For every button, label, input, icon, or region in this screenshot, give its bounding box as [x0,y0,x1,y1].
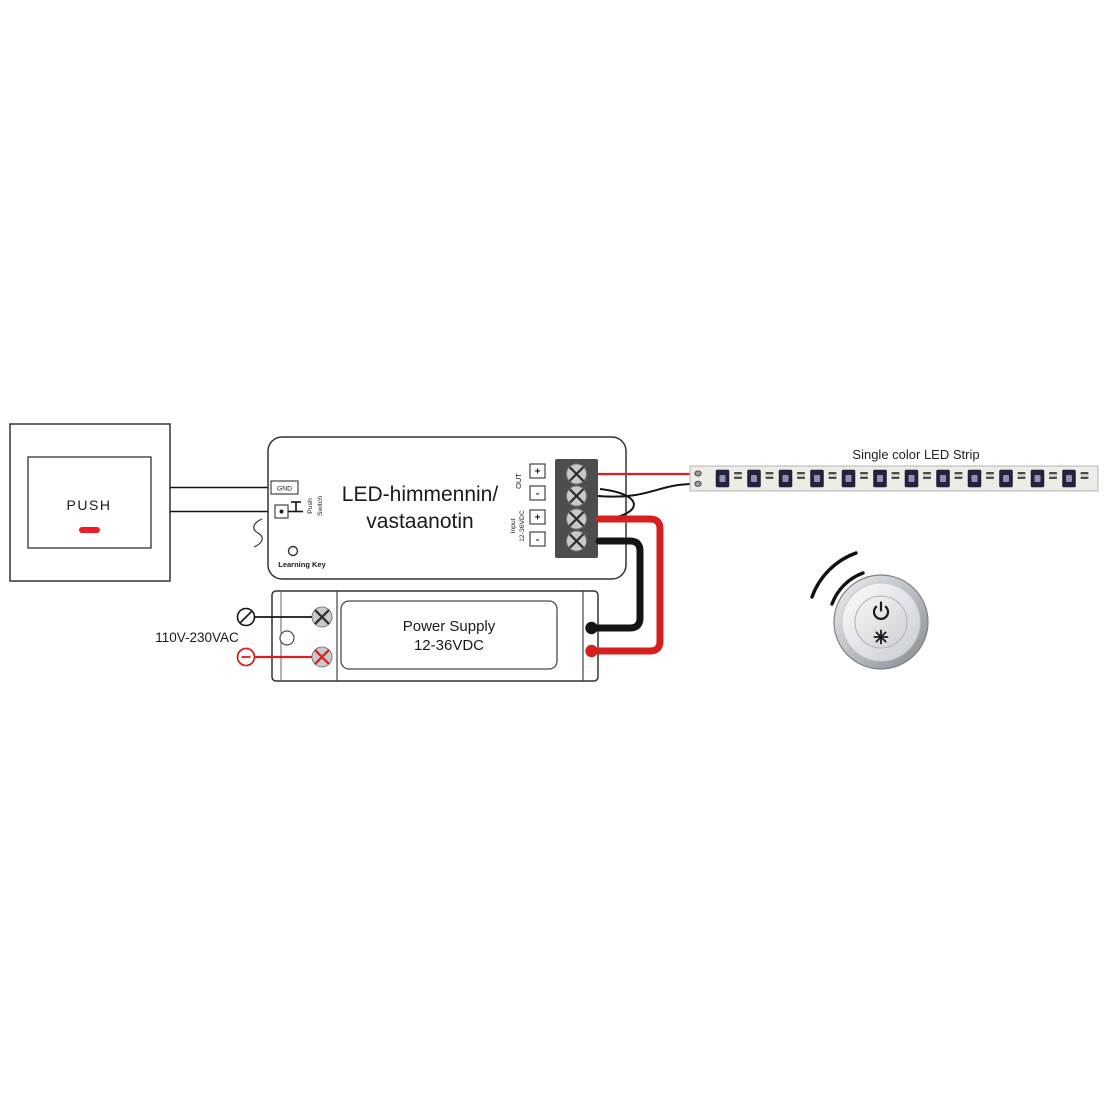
wall-push-switch: PUSH [9,423,171,582]
input-minus-sign: - [536,535,539,546]
ac-terminal-screw-n [310,605,334,629]
dimmer-receiver: LED-himmennin/ vastaanotin GND Push Swit… [253,436,627,580]
terminal-screw-out-minus [565,484,588,508]
wire-out-minus-to-strip [597,483,695,498]
strip-solder-pad-plus [694,470,702,477]
led-strip-label: Single color LED Strip [852,447,979,462]
push-button-symbol [288,501,303,513]
push-vertical-label-2: Switch [317,496,324,516]
gnd-terminal [270,480,299,495]
out-minus-sign: - [536,489,539,500]
power-supply-label-plate [340,600,558,670]
ac-terminal-screw-l [310,645,334,669]
gnd-label: GND [277,486,292,493]
dc-wire-red [590,515,664,655]
led-strip: Single color LED Strip [689,447,1099,492]
strip-solder-pad-minus [694,480,702,487]
out-minus-box [529,485,546,501]
ac-voltage-label: 110V-230VAC [155,630,239,645]
terminal-screw-input-plus [565,507,588,531]
input-plus-box [529,509,546,525]
input-voltage-label: 12-36VDC [519,510,526,542]
rf-remote [810,551,929,670]
ac-neutral-symbol [236,607,256,627]
power-supply: Power Supply 12-36VDC [271,590,599,682]
remote-touch-button [854,595,908,649]
power-supply-label-line1: Power Supply [403,618,496,635]
input-label: Input [510,518,517,533]
receiver-title-line2: vastaanotin [366,510,473,533]
wireless-signal-icon [810,551,865,606]
mounting-hole [279,630,295,646]
ac-live-symbol [236,647,256,667]
antenna-wire-squiggle [253,518,263,548]
learning-key-button [287,545,299,557]
dc-wire-black [590,537,644,632]
push-vertical-label-1: Push [307,498,314,514]
input-minus-box [529,531,546,547]
receiver-title-line1: LED-himmennin/ [342,483,499,506]
push-label: PUSH [67,497,112,513]
terminal-screw-out-plus [565,462,588,486]
push-indicator [79,527,100,533]
out-label: OUT [514,473,523,489]
input-plus-sign: + [535,513,541,524]
brightness-icon [873,629,889,645]
power-icon [872,601,890,620]
out-plus-sign: + [535,467,541,478]
push-terminal-contact [279,509,284,514]
out-plus-box [529,463,546,479]
terminal-screw-input-minus [565,529,588,553]
power-supply-label-line2: 12-36VDC [414,637,484,654]
learning-key-label: Learning Key [278,560,326,569]
